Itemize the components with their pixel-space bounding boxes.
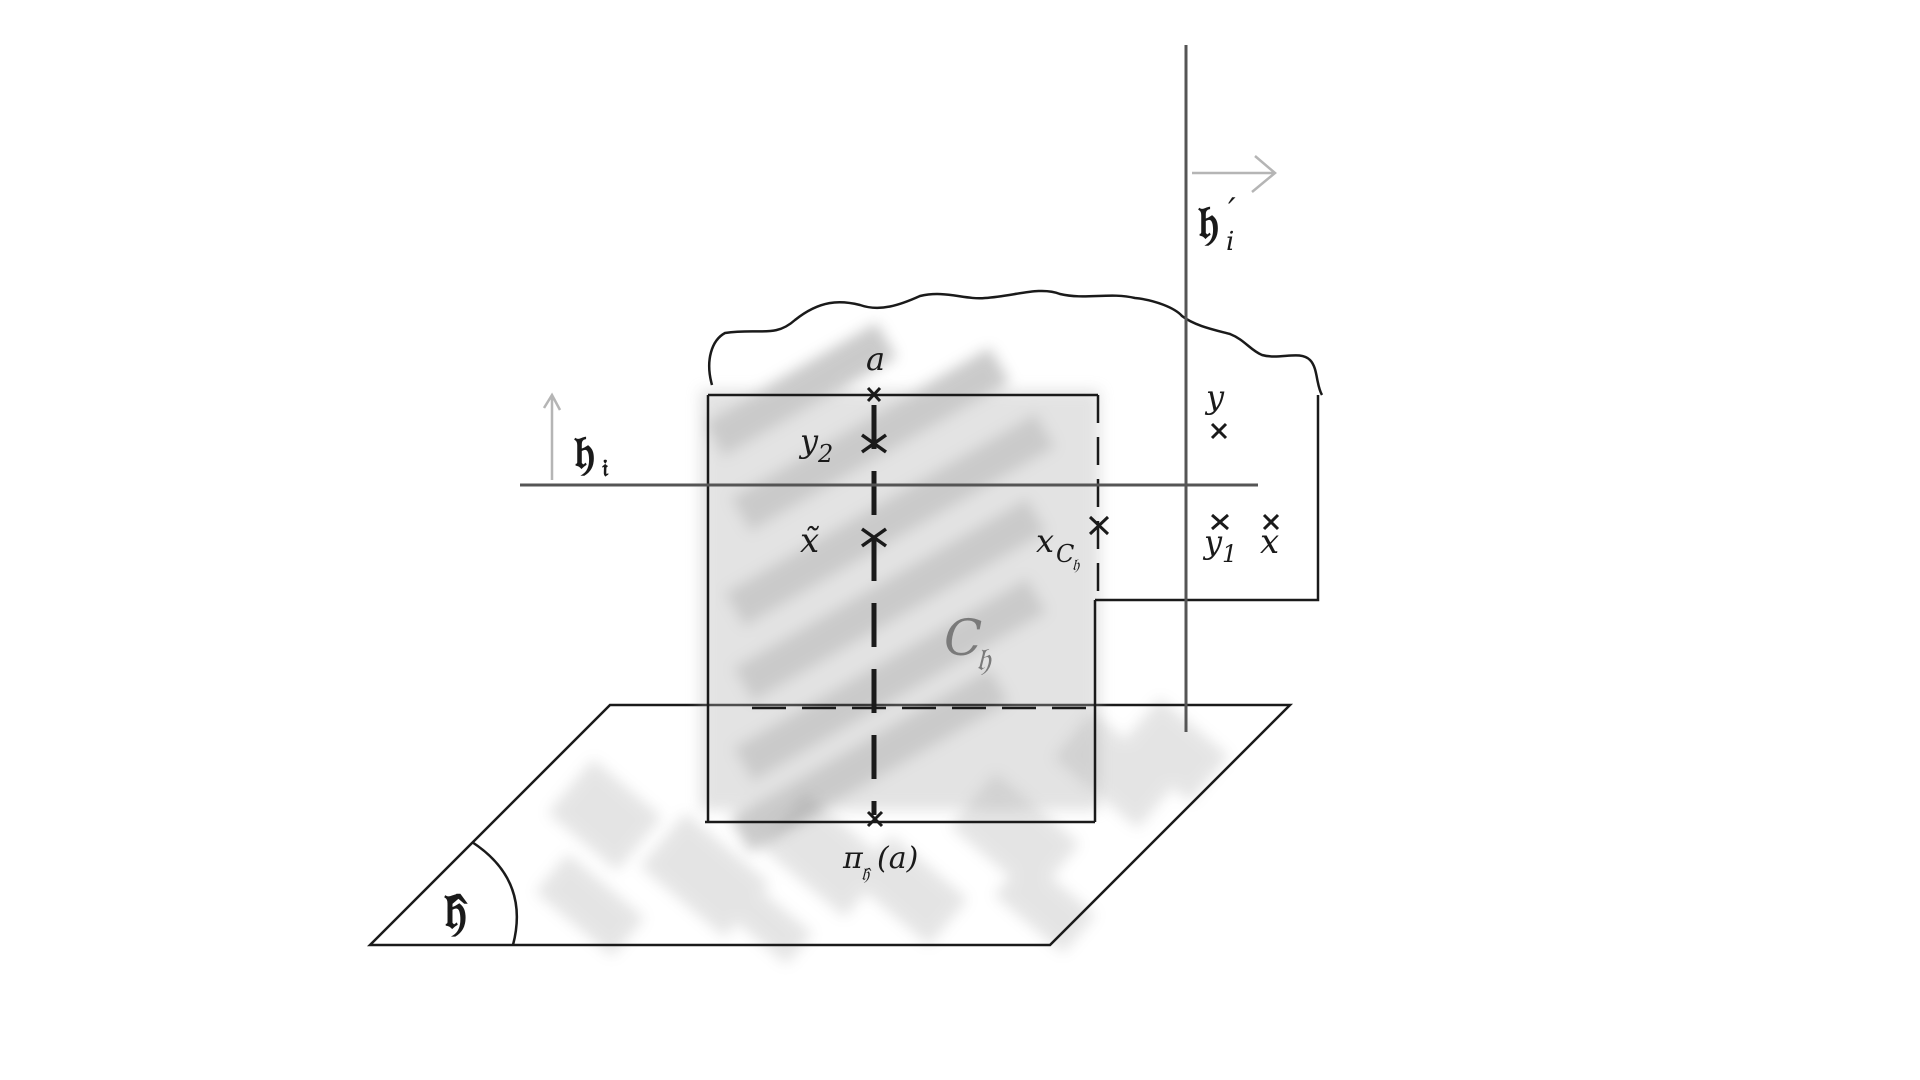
region-shading xyxy=(700,322,1100,853)
label-c-region: C xyxy=(944,609,982,667)
label-x: x xyxy=(1260,522,1279,562)
label-h-i: 𝔥 xyxy=(574,425,595,479)
label-pi-arg: (a) xyxy=(877,841,918,876)
label-y1: y xyxy=(1202,523,1223,561)
label-c-region-sub: 𝔥 xyxy=(976,640,992,678)
label-x-c-subsub: 𝔥 xyxy=(1072,555,1080,574)
marker-a xyxy=(866,386,882,403)
step-boundary xyxy=(1095,395,1320,602)
label-x-c: x xyxy=(1036,522,1054,560)
label-y1-sub: 1 xyxy=(1222,540,1237,568)
label-h-i-prime-mark: ′ xyxy=(1228,191,1236,231)
label-a: a xyxy=(866,340,885,378)
label-pi: π xyxy=(842,841,864,876)
label-x-c-sub: C xyxy=(1056,540,1074,568)
arrow-right-icon xyxy=(1192,155,1277,193)
label-h-i-prime-sub: i xyxy=(1226,227,1234,257)
marker-x xyxy=(1262,513,1280,531)
cloud-boundary xyxy=(708,289,1324,396)
angle-arc xyxy=(471,840,519,946)
marker-pi xyxy=(866,810,884,828)
marker-y2 xyxy=(860,433,888,454)
label-h-i-prime: 𝔥 xyxy=(1198,195,1219,249)
label-x-tilde: x̃ xyxy=(800,521,820,561)
label-y2: y xyxy=(798,422,819,460)
label-h-i-sub: 𝔦 xyxy=(602,453,609,482)
marker-y1 xyxy=(1211,513,1229,531)
marker-x-tilde xyxy=(860,527,888,548)
label-y2-sub: 2 xyxy=(817,440,833,468)
marker-x-c xyxy=(1088,515,1110,536)
label-pi-sub: 𝔥̂ xyxy=(861,864,872,885)
label-h-hat: 𝔥̂ xyxy=(444,881,469,940)
marker-y xyxy=(1210,422,1228,440)
label-y: y xyxy=(1204,378,1225,416)
arrow-up-icon xyxy=(542,392,562,480)
